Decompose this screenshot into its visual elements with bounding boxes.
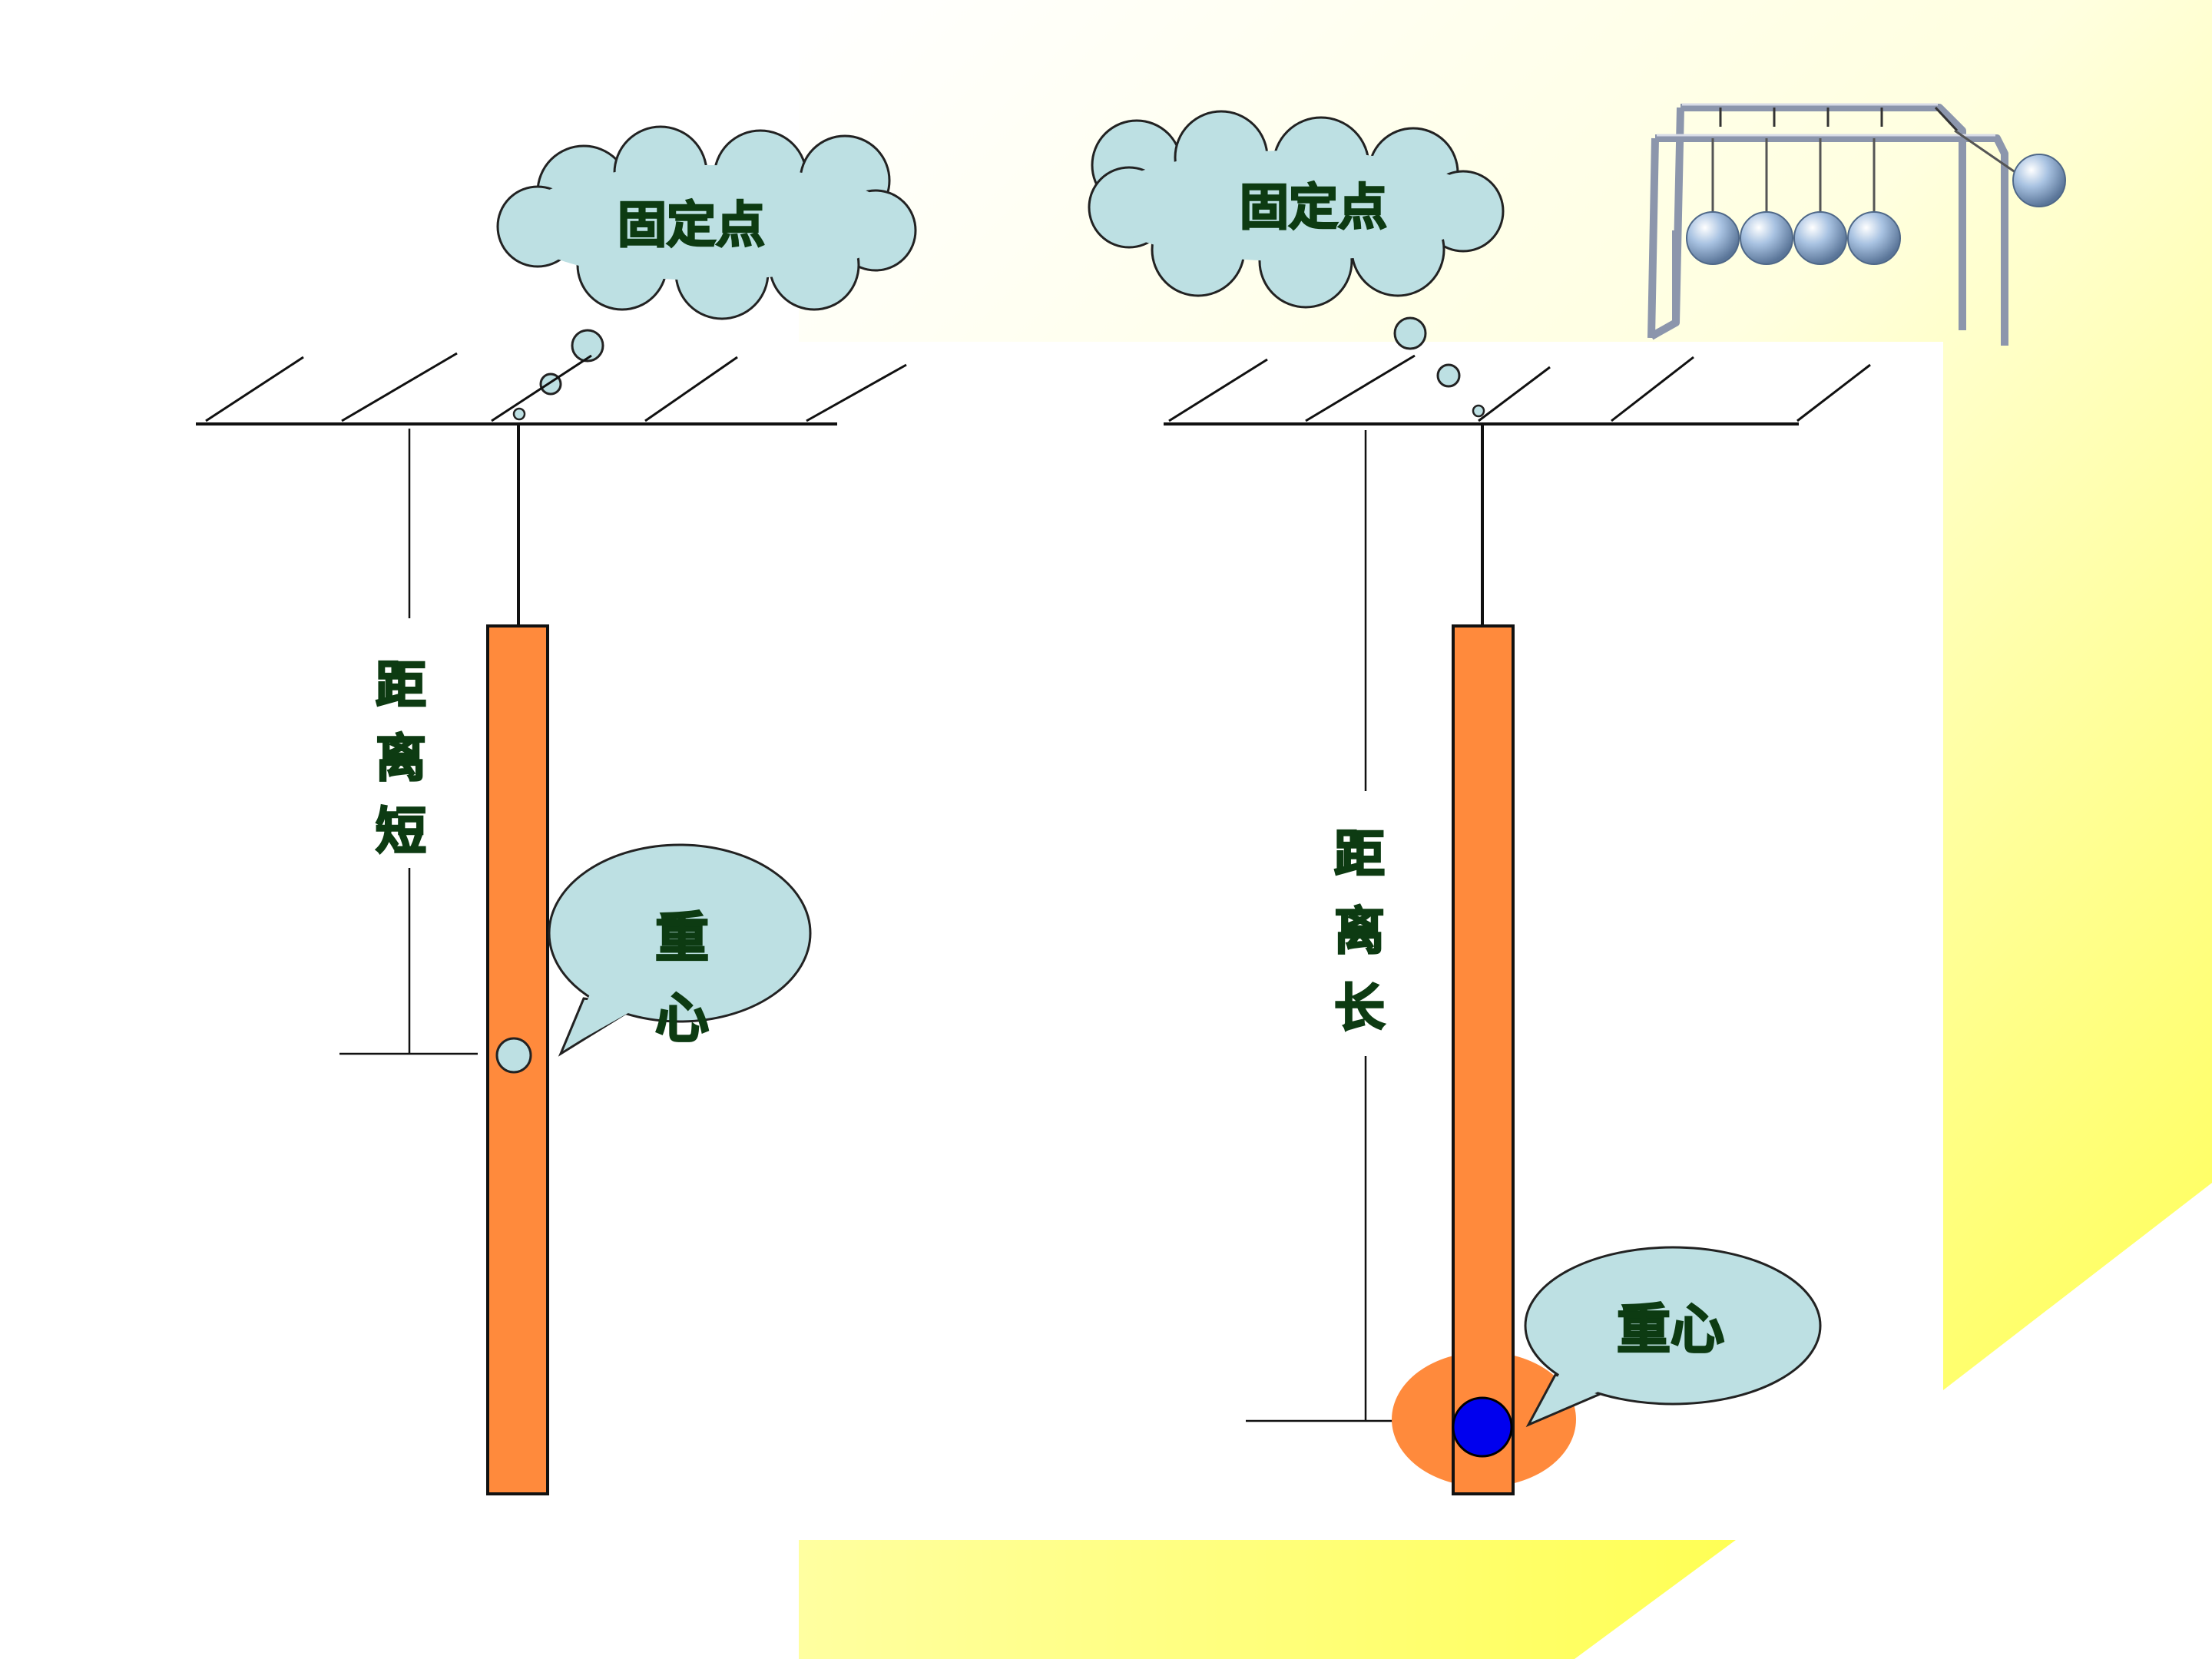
svg-text:心: 心 — [655, 987, 709, 1050]
left-cg-marker — [495, 1037, 532, 1074]
svg-text:短: 短 — [376, 802, 426, 861]
right-distance-label: 距 离 长 — [1333, 824, 1386, 1039]
left-cloud-callout: 固定点 — [496, 125, 917, 421]
left-ceiling — [196, 352, 907, 426]
svg-text:离: 离 — [1334, 902, 1385, 961]
svg-text:距: 距 — [376, 656, 426, 715]
right-cloud-label: 固定点 — [1240, 180, 1387, 237]
newtons-cradle-icon — [1647, 103, 2066, 346]
left-pendulum-diagram: 固定点 距 离 短 — [196, 125, 917, 1495]
right-cg-callout: 重心 — [1524, 1246, 1822, 1428]
right-cg-marker — [1452, 1396, 1513, 1458]
svg-text:距: 距 — [1334, 825, 1385, 884]
svg-text:重: 重 — [655, 906, 709, 969]
left-cloud-label: 固定点 — [618, 197, 765, 254]
right-rod — [1452, 624, 1515, 1495]
svg-text:离: 离 — [376, 729, 426, 788]
right-cloud-callout: 固定点 — [1088, 110, 1505, 418]
left-distance-label: 距 离 短 — [375, 655, 428, 863]
left-cg-callout: 重 心 — [548, 843, 812, 1057]
svg-text:长: 长 — [1334, 979, 1385, 1038]
right-pendulum-diagram: 固定点 距 离 长 — [1088, 110, 1871, 1495]
svg-text:重心: 重心 — [1617, 1298, 1724, 1361]
left-distance-dimension — [339, 429, 478, 1055]
